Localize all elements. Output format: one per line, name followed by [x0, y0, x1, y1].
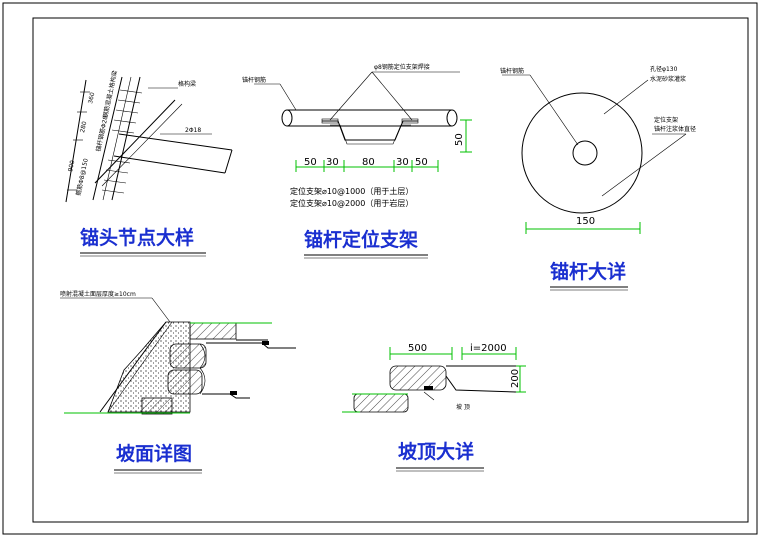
- slope-top-title: 坡顶大详: [398, 440, 474, 463]
- slope-top-slope-dim: i=2000: [470, 343, 507, 354]
- spacer-dim-height: 50: [454, 133, 465, 146]
- spacer-label: 定位支架: [654, 116, 678, 124]
- slope-top-bottom-label: 坡 顶: [456, 403, 470, 411]
- grout-label-2: 锚杆注浆体直径: [654, 125, 696, 133]
- grout-label: 水泥砂浆灌浆: [650, 75, 686, 83]
- spacer-note-1: 定位支架⌀10@1000（用于土层）: [290, 186, 413, 196]
- slope-face-title: 坡面详图: [116, 442, 192, 465]
- spacer-note-2: 定位支架⌀10@2000（用于岩层）: [290, 198, 413, 208]
- anchor-diameter-dim: 150: [576, 216, 595, 227]
- slope-face-detail: 喷射混凝土面层厚度≥10cm 坡面详图: [60, 290, 296, 474]
- grid-beam-label: 格构梁: [178, 80, 196, 88]
- anchor-spacer-detail: 锚杆钢筋 φ8钢筋定位支架焊接 50 30 80 30 50 50 定位支架⌀1…: [242, 63, 472, 259]
- hole-label: 孔径φ130: [650, 65, 678, 73]
- anchor-spacer-title: 锚杆定位支架: [304, 228, 418, 251]
- rebar-label: 2Φ18: [185, 127, 201, 134]
- spacer-dim-2: 30: [326, 157, 339, 168]
- slope-top-width-dim: 500: [408, 343, 427, 354]
- dim-360: 360: [87, 92, 96, 105]
- spacer-left-label: 锚杆钢筋: [242, 76, 266, 84]
- anchor-rod-detail: 锚杆钢筋 孔径φ130 水泥砂浆灌浆 定位支架 锚杆注浆体直径 150 锚杆大详: [500, 65, 696, 291]
- node-note-2: 锚杆钢筋Φ28: [94, 115, 109, 152]
- spacer-top-label: φ8钢筋定位支架焊接: [374, 63, 430, 71]
- spacer-dim-1: 50: [304, 157, 317, 168]
- node-note-3: 箍筋Φ8@150: [74, 157, 90, 196]
- slope-top-height-dim: 200: [510, 369, 521, 388]
- spacer-dim-5: 50: [415, 157, 428, 168]
- spacer-dim-3: 80: [362, 157, 375, 168]
- spacer-dim-4: 30: [396, 157, 409, 168]
- anchor-detail-title: 锚杆大详: [550, 260, 626, 283]
- node-note-1: 钢筋混凝土格构梁: [101, 70, 119, 119]
- slope-top-detail: 500 i=2000 200 坡 顶 坡顶大详: [342, 343, 526, 472]
- anchor-head-node-title: 锚头节点大样: [80, 226, 194, 249]
- anchor-head-node-detail: 格构梁 2Φ18 360 280 900 钢筋混凝土格构梁 锚杆钢筋Φ28 箍筋…: [65, 70, 233, 257]
- inner-frame: [32, 17, 749, 523]
- slope-face-top-label: 喷射混凝土面层厚度≥10cm: [60, 290, 136, 298]
- dim-900: 900: [67, 160, 76, 173]
- dim-280: 280: [79, 121, 88, 134]
- rod-label: 锚杆钢筋: [500, 67, 524, 75]
